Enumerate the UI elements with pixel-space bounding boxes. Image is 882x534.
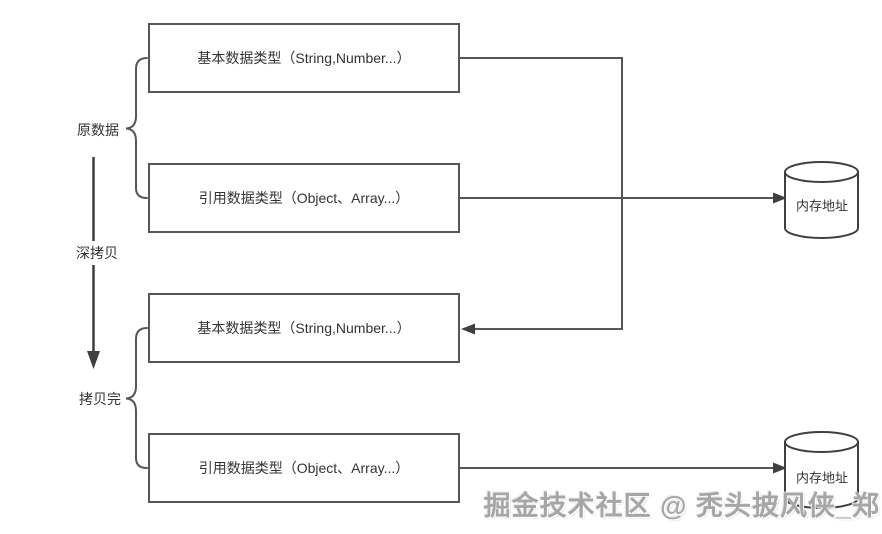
memory-cylinder-top-icon: [784, 161, 859, 239]
memory-cylinder-bottom-icon: [784, 431, 859, 509]
memory-address-label-bottom: 内存地址: [795, 470, 849, 486]
connector-primitive-to-copy: [460, 57, 623, 330]
label-deep-copy: 深拷贝: [72, 241, 122, 265]
box-copied-reference-label: 引用数据类型（Object、Array...）: [198, 460, 410, 476]
label-copy-done: 拷贝完: [79, 391, 121, 407]
box-source-reference-label: 引用数据类型（Object、Array...）: [198, 190, 410, 206]
brace-copy-done-icon: [125, 327, 148, 469]
deep-copy-arrowhead-icon: [87, 351, 100, 369]
connector-copied-reference-arrowhead-icon: [773, 462, 787, 474]
connector-primitive-arrowhead-icon: [461, 323, 475, 335]
box-copied-reference-types: 引用数据类型（Object、Array...）: [148, 433, 460, 503]
label-original-data: 原数据: [77, 122, 119, 138]
box-source-primitive-label: 基本数据类型（String,Number...）: [197, 50, 411, 66]
watermark: 掘金技术社区 @ 秃头披风侠_郑: [483, 491, 880, 521]
box-source-primitive-types: 基本数据类型（String,Number...）: [148, 23, 460, 93]
connector-reference-arrowhead-icon: [773, 192, 787, 204]
brace-original-data-icon: [125, 57, 148, 199]
box-copied-primitive-label: 基本数据类型（String,Number...）: [197, 320, 411, 336]
box-source-reference-types: 引用数据类型（Object、Array...）: [148, 163, 460, 233]
box-copied-primitive-types: 基本数据类型（String,Number...）: [148, 293, 460, 363]
memory-address-label-top: 内存地址: [795, 198, 849, 214]
